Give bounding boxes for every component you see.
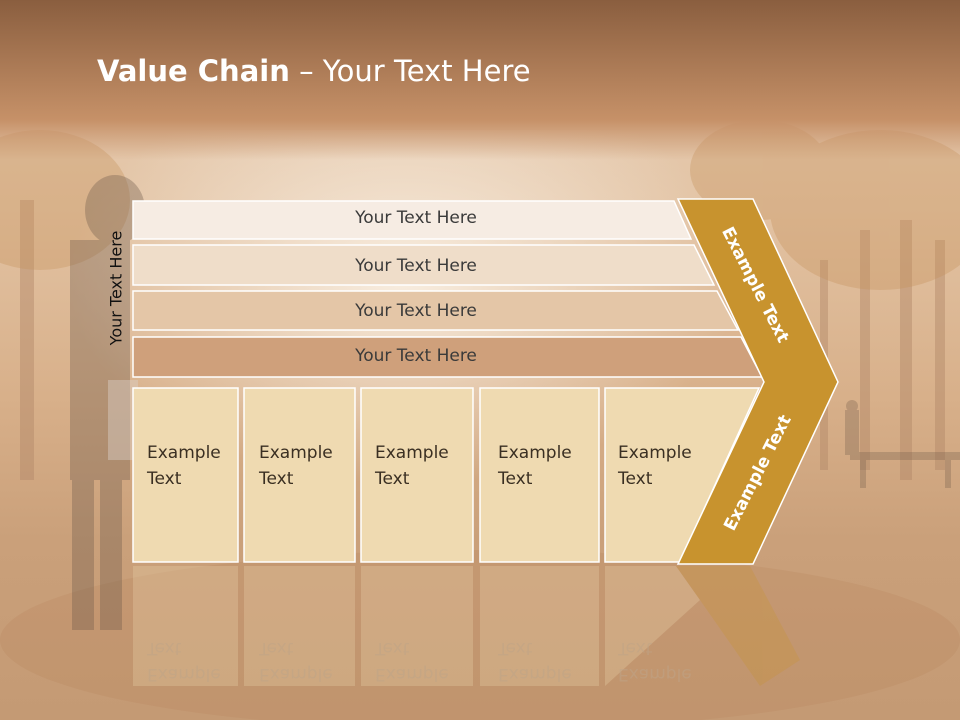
cell-2-reflection — [244, 566, 355, 686]
cell-3-reflection-text: Example Text — [375, 638, 449, 684]
cell-1-reflection — [133, 566, 238, 686]
cell-2-text: Example Text — [259, 443, 333, 489]
title-bold: Value Chain — [97, 54, 290, 88]
cell-4 — [479, 387, 600, 563]
bar-4-text: Your Text Here — [355, 346, 477, 366]
cell-4-reflection-text: Example Text — [498, 638, 572, 684]
bar-1-text: Your Text Here — [355, 208, 477, 228]
cell-3-text: Example Text — [375, 443, 449, 489]
cell-2-reflection-text: Example Text — [259, 638, 333, 684]
cell-5-reflection-text: Example Text — [618, 638, 692, 684]
chevron-arrow — [676, 198, 839, 565]
cell-5-text: Example Text — [618, 443, 692, 489]
title-rest: – Your Text Here — [289, 54, 531, 88]
cell-1 — [132, 387, 239, 563]
bar-2 — [132, 244, 716, 286]
bar-3 — [132, 290, 740, 331]
chevron-reflection — [676, 566, 800, 686]
bar-3-text: Your Text Here — [355, 301, 477, 321]
cell-5-reflection — [605, 566, 700, 686]
cell-2 — [243, 387, 356, 563]
cell-3-reflection — [361, 566, 473, 686]
slide-title: Value Chain – Your Text Here — [97, 54, 531, 94]
cell-1-text: Example Text — [147, 443, 221, 489]
bar-2-text: Your Text Here — [355, 256, 477, 276]
cell-3 — [360, 387, 474, 563]
cell-4-text: Example Text — [498, 443, 572, 489]
cell-4-reflection — [480, 566, 599, 686]
cell-1-reflection-text: Example Text — [147, 638, 221, 684]
bar-1 — [132, 200, 693, 240]
